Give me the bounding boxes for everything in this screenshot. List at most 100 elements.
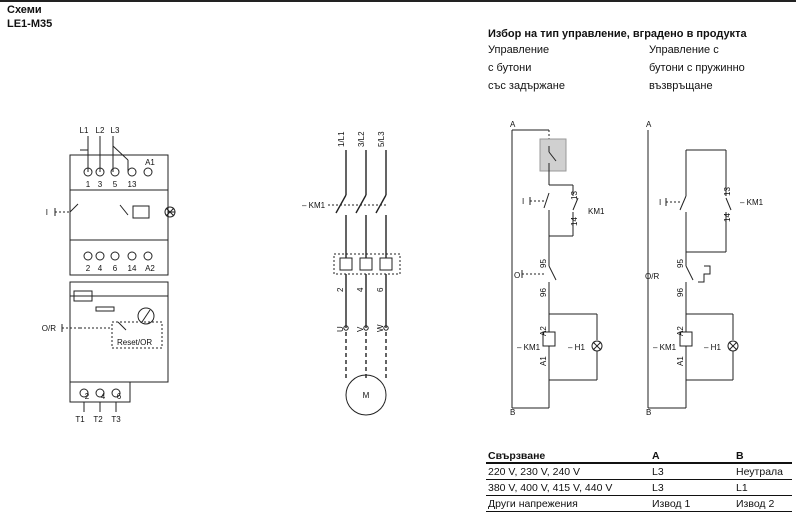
relay-contact [548, 265, 557, 281]
relay-out-label: 6 [376, 287, 385, 292]
terminal-circle [127, 167, 137, 177]
lamp-cross [728, 341, 738, 351]
terminal-label: 3 [98, 180, 103, 189]
thermal-relay-outline [333, 253, 401, 275]
relay-terminal-label: 4 [101, 392, 106, 401]
table-row: 220 V, 230 V, 240 V L3 Неутрала [486, 463, 792, 480]
model-number: LE1-M35 [7, 18, 53, 30]
thermal-element [379, 257, 393, 271]
relay-terminal-label: 6 [117, 392, 122, 401]
terminal-circle [79, 388, 89, 398]
relay-window [73, 290, 93, 302]
terminal-circle [110, 251, 120, 261]
terminal-circle [110, 167, 120, 177]
column-header: A [650, 449, 734, 464]
thermal-relay-body [69, 281, 169, 383]
option-line: Управление [488, 44, 550, 56]
terminal-circle [83, 251, 93, 261]
power-circuit-diagram: 1/L1 3/L2 5/L3 – KM1 2 4 6 U V W M [302, 131, 401, 416]
terminal-circle [95, 388, 105, 398]
selector-highlight [539, 138, 567, 172]
terminal-dot [383, 325, 389, 331]
column-header: B [734, 449, 792, 464]
reset-dial [137, 307, 155, 325]
relay-contact-label: 96 [676, 288, 685, 297]
aux-label: KM1 [588, 207, 605, 216]
aux-contact-label: 13 [723, 187, 732, 196]
start-label: I [659, 198, 661, 207]
start-label: I [46, 208, 48, 217]
b-label: B [510, 408, 515, 417]
relay-contact-label: 95 [676, 259, 685, 268]
control-circuit-spring-return: A B I 13 14 – KM1 O/R 95 96 A2 A1 – KM1 … [645, 120, 764, 417]
contactor-label: – KM1 [302, 201, 326, 210]
aux-contact [572, 197, 579, 211]
terminal-label: 13 [128, 180, 137, 189]
aux-contact [725, 197, 732, 211]
option-maintained-buttons: Управление с бутони със задържане [488, 41, 565, 95]
b-label: B [646, 408, 651, 417]
coil-terminal-label: A2 [145, 264, 155, 273]
relay-contact-label: 95 [539, 259, 548, 268]
control-circuit-maintained: A B I 13 14 KM1 O 95 96 A2 A1 – KM1 – H1 [510, 120, 605, 417]
relay-out-label: 2 [336, 287, 345, 292]
lamp-symbol [164, 206, 176, 218]
relay-contact [117, 321, 127, 331]
wire [112, 145, 129, 161]
reset-label: Reset/OR [117, 338, 152, 347]
table-cell: L3 [650, 463, 734, 480]
coil-terminal-label: A2 [539, 326, 548, 336]
reset-dial-pointer [141, 309, 151, 323]
control-selection-title: Избор на тип управление, вградено в прод… [488, 28, 747, 40]
start-contact [543, 192, 550, 209]
terminal-label: 4 [98, 264, 103, 273]
table-cell: L1 [734, 479, 792, 496]
coil-symbol [132, 205, 150, 219]
reset-outline [111, 321, 163, 349]
output-label: T3 [111, 415, 121, 424]
motor-terminal-label: V [356, 326, 365, 332]
connections-table: Свързване A B 220 V, 230 V, 240 V L3 Неу… [486, 449, 792, 512]
terminal-dot [363, 325, 369, 331]
table-cell: Извод 2 [734, 495, 792, 512]
motor-terminal-label: U [336, 326, 345, 332]
phase-label: 5/L3 [377, 131, 386, 147]
terminal-circle [95, 251, 105, 261]
supply-label: L1 [80, 126, 89, 135]
thermal-element [339, 257, 353, 271]
terminal-label: 5 [113, 180, 118, 189]
start-label: I [522, 197, 524, 206]
aux-label: – KM1 [740, 198, 764, 207]
table-row: 380 V, 400 V, 415 V, 440 V L3 L1 [486, 479, 792, 496]
relay-terminal-label: 2 [85, 392, 90, 401]
terminal-label: 2 [86, 264, 91, 273]
terminal-label: 6 [113, 264, 118, 273]
main-contact [335, 194, 347, 214]
coil-label: – KM1 [517, 343, 541, 352]
option-line: възвръщане [649, 80, 713, 92]
table-cell: 380 V, 400 V, 415 V, 440 V [486, 479, 650, 496]
stop-label: O/R [645, 272, 659, 281]
start-contact [69, 203, 79, 213]
start-contact [679, 195, 687, 211]
terminal-label: 14 [128, 264, 137, 273]
output-label: T1 [75, 415, 85, 424]
coil-terminal-label: A1 [676, 356, 685, 366]
product-wiring-diagram: L1 L2 L3 1 3 5 13 A1 2 4 6 14 A2 I O/R R… [42, 126, 176, 424]
terminal-circle [111, 388, 121, 398]
top-rule [0, 0, 796, 2]
terminal-circle [143, 167, 153, 177]
selector-contact [548, 151, 557, 162]
aux-contact-label: 13 [570, 191, 579, 200]
main-contact [355, 194, 367, 214]
section-title: Схеми [7, 4, 42, 16]
lamp-label: – H1 [704, 343, 721, 352]
lamp-cross [592, 341, 602, 351]
stop-label: O [514, 271, 520, 280]
coil-terminal-label: A1 [145, 158, 155, 167]
terminal-circle [83, 167, 93, 177]
option-line: Управление с [649, 44, 719, 56]
motor-terminal-label: W [376, 324, 385, 332]
table-cell: 220 V, 230 V, 240 V [486, 463, 650, 480]
